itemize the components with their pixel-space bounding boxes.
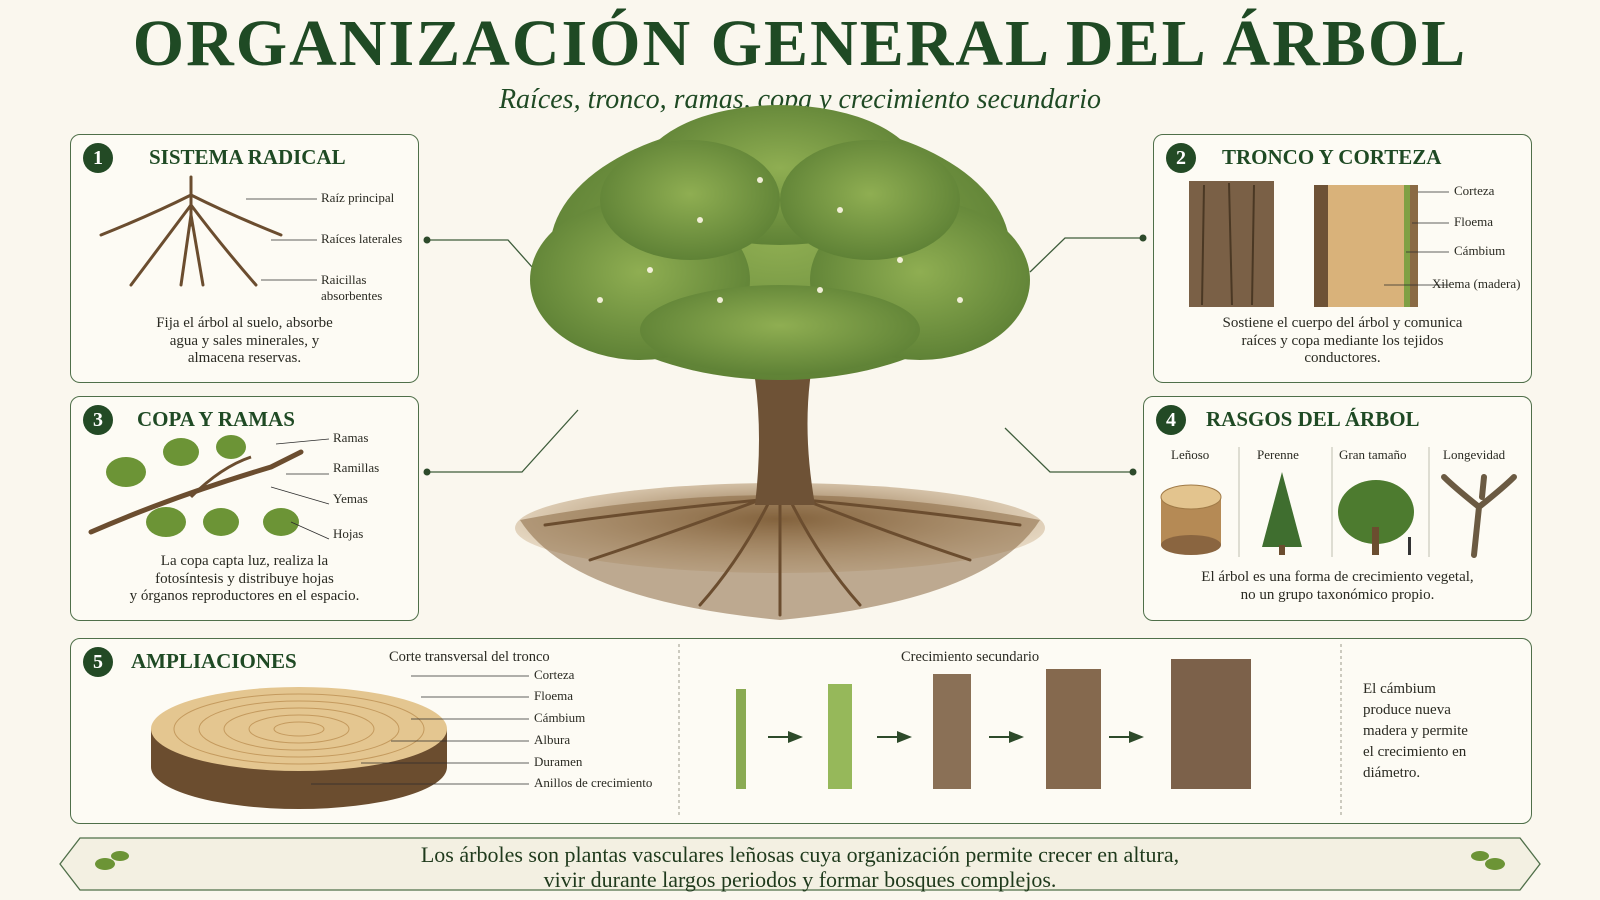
desc-line: almacena reservas. [187, 350, 302, 366]
panel-title: AMPLIACIONES [131, 649, 297, 673]
label-sapwood: Albura [534, 732, 571, 747]
panel-description: Fija el árbol al suelo, absorbe agua y s… [91, 315, 398, 368]
trait-woody: Leñoso [1171, 447, 1210, 462]
panel-trunk-bark: 2 TRONCO Y CORTEZA Corteza Floema Cámbiu… [1153, 134, 1532, 383]
label-bark: Corteza [1454, 183, 1495, 198]
label-main-root: Raíz principal [321, 190, 395, 205]
desc-line: el crecimiento en [1363, 744, 1467, 760]
desc-line: diámetro. [1363, 765, 1421, 781]
trait-large-size: Gran tamaño [1339, 447, 1407, 462]
label-twigs: Ramillas [333, 460, 380, 475]
footer-line: Los árboles son plantas vasculares leños… [420, 842, 1180, 867]
panel-title: SISTEMA RADICAL [149, 145, 346, 169]
label-rootlets-2: absorbentes [321, 288, 383, 303]
label-buds: Yemas [333, 491, 368, 506]
trunk-section-illustration [1189, 181, 1449, 307]
desc-line: produce nueva [1363, 702, 1451, 718]
desc-line: no un grupo taxonómico propio. [1240, 586, 1435, 603]
section-secondary-growth-title: Crecimiento secundario [901, 649, 1040, 665]
panel-number-badge: 5 [83, 647, 113, 677]
desc-line: La copa capta luz, realiza la [160, 553, 329, 569]
panel-enlargements: 5 AMPLIACIONES Corte transversal del tro… [70, 638, 1532, 824]
traits-illustration [1160, 447, 1517, 558]
desc-line: fotosíntesis y distribuye hojas [155, 570, 334, 587]
trait-perennial: Perenne [1257, 447, 1299, 462]
label-rootlets: Raicillas [321, 272, 367, 287]
panel-description: Sostiene el cuerpo del árbol y comunica … [1169, 315, 1516, 368]
label-bark: Corteza [534, 667, 575, 682]
label-cambium: Cámbium [534, 710, 586, 725]
panel-number-badge: 3 [83, 405, 113, 435]
footer-line: vivir durante largos periodos y formar b… [543, 867, 1057, 892]
label-heartwood: Duramen [534, 754, 583, 769]
desc-line: El cámbium [1363, 681, 1436, 697]
panel-title: TRONCO Y CORTEZA [1222, 145, 1442, 169]
desc-line: agua y sales minerales, y [169, 332, 320, 349]
panel-description: La copa capta luz, realiza la fotosíntes… [86, 553, 403, 606]
roots-illustration [99, 175, 317, 287]
desc-line: Fija el árbol al suelo, absorbe [156, 315, 333, 331]
panel-description: El árbol es una forma de crecimiento veg… [1159, 569, 1516, 604]
label-xylem: Xilema (madera) [1432, 276, 1521, 291]
enlargements-illustration [151, 644, 1342, 817]
panel-title: RASGOS DEL ÁRBOL [1206, 407, 1420, 431]
section-cross-section-title: Corte transversal del tronco [389, 649, 550, 665]
footer-summary: Los árboles son plantas vasculares leños… [300, 842, 1300, 892]
trait-longevity: Longevidad [1443, 447, 1506, 462]
label-phloem: Floema [534, 688, 573, 703]
panel-root-system: 1 SISTEMA RADICAL Raíz principal Raíces … [70, 134, 419, 383]
label-branches: Ramas [333, 430, 369, 445]
label-cambium: Cámbium [1454, 243, 1506, 258]
panel-number-badge: 4 [1156, 405, 1186, 435]
branch-illustration [88, 435, 330, 540]
panel-number-badge: 2 [1166, 143, 1196, 173]
desc-line: y órganos reproductores en el espacio. [129, 588, 360, 604]
label-phloem: Floema [1454, 214, 1493, 229]
panel-title: COPA Y RAMAS [137, 407, 295, 431]
panel-crown-branches: 3 COPA Y RAMAS Ramas Ramillas Yemas Hoja… [70, 396, 419, 621]
side-description: El cámbium produce nueva madera y permit… [1363, 679, 1473, 784]
page-title: ORGANIZACIÓN GENERAL DEL ÁRBOL [132, 7, 1468, 80]
desc-line: El árbol es una forma de crecimiento veg… [1201, 569, 1474, 585]
label-leaves: Hojas [333, 526, 364, 541]
panel-tree-traits: 4 RASGOS DEL ÁRBOL Leñoso Perenne Gran t… [1143, 396, 1532, 621]
desc-line: madera y permite [1363, 723, 1468, 739]
label-lateral-roots: Raíces laterales [321, 231, 403, 246]
desc-line: conductores. [1304, 350, 1381, 366]
desc-line: raíces y copa mediante los tejidos [1241, 332, 1444, 349]
desc-line: Sostiene el cuerpo del árbol y comunica [1222, 315, 1463, 331]
label-growth-rings: Anillos de crecimiento [534, 775, 653, 790]
panel-number-badge: 1 [83, 143, 113, 173]
